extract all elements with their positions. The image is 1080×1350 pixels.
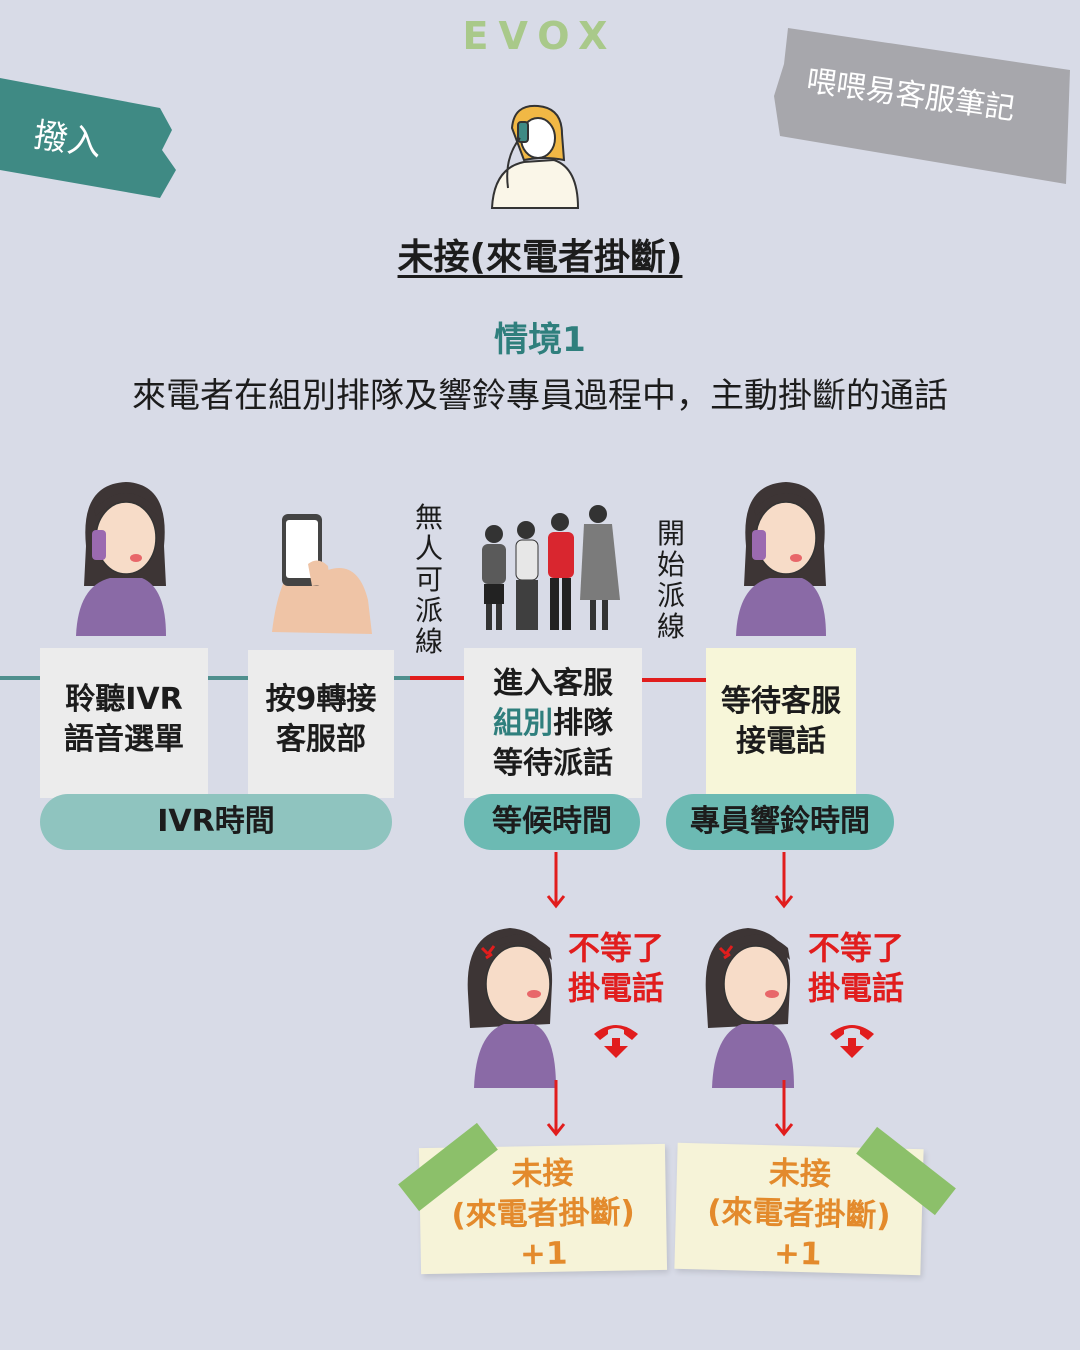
result-left-line3: +1: [519, 1235, 568, 1273]
step-card-ivr: 聆聽IVR 語音選單: [40, 648, 208, 798]
step-transfer-line1: 按9轉接: [265, 682, 377, 717]
step-queue-line2: 組別排隊: [464, 704, 642, 744]
hangup-left-line1: 不等了: [567, 929, 664, 967]
page-title: 未接(來電者掛斷): [397, 237, 683, 278]
queue-people-icon: [482, 505, 620, 630]
tag-left-banner: [0, 78, 176, 198]
tag-left-label: 撥入: [31, 115, 104, 165]
step-ring-line1: 等待客服: [721, 684, 841, 719]
hangup-note-left: 不等了 掛電話: [560, 928, 672, 1008]
timeline-red-segment-1: [410, 676, 466, 680]
phase-ivr: IVR時間: [40, 794, 392, 850]
timeline-red-segment-2: [642, 678, 708, 682]
step-queue-line3: 等待派話: [493, 746, 613, 781]
result-right-line2: (來電者掛斷): [706, 1193, 891, 1235]
angry-woman-icon: [705, 928, 794, 1088]
scenario-label: 情境1: [494, 320, 586, 360]
scenario-description: 來電者在組別排隊及響鈴專員過程中，主動掛斷的通話: [132, 376, 948, 416]
woman-phone-icon: [490, 104, 580, 209]
phase-ring: 專員響鈴時間: [666, 794, 894, 850]
step-ivr-line1: 聆聽IVR: [65, 682, 183, 717]
tag-right-banner: [774, 28, 1070, 184]
arrow-down-icon: [546, 1080, 566, 1137]
step-queue-line1: 進入客服: [493, 666, 613, 701]
hangup-right-line1: 不等了: [807, 929, 904, 967]
arrow-down-icon: [774, 1080, 794, 1137]
phase-wait: 等候時間: [464, 794, 640, 850]
label-no-agent: 無人可派線: [414, 501, 443, 658]
hangup-phone-icon: [594, 1025, 638, 1058]
hangup-note-right: 不等了 掛電話: [800, 928, 912, 1008]
angry-woman-icon: [467, 928, 556, 1088]
step-transfer-line2: 客服部: [276, 722, 366, 757]
label-start-dispatch: 開始派線: [656, 517, 685, 643]
arrow-down-icon: [546, 852, 566, 909]
step-queue-highlight: 組別: [493, 706, 553, 741]
step-card-queue: 進入客服 組別排隊 等待派話: [464, 648, 642, 798]
step-queue-line2-text: 排隊: [553, 706, 613, 741]
hand-phone-icon: [272, 514, 372, 634]
result-right-line3: +1: [773, 1235, 823, 1273]
result-left-line2: (來電者掛斷): [451, 1194, 636, 1234]
woman-phone-icon: [736, 482, 826, 636]
hangup-left-line2: 掛電話: [567, 969, 664, 1007]
arrow-down-icon: [774, 852, 794, 909]
brand-logo: EVOX: [462, 14, 618, 58]
step-ring-line2: 接電話: [736, 724, 826, 759]
hangup-right-line2: 掛電話: [807, 969, 904, 1007]
woman-phone-icon: [76, 482, 166, 636]
step-card-transfer: 按9轉接 客服部: [248, 650, 394, 798]
hangup-phone-icon: [830, 1025, 874, 1058]
step-ivr-line2: 語音選單: [64, 722, 184, 757]
step-card-ring: 等待客服 接電話: [706, 648, 856, 798]
